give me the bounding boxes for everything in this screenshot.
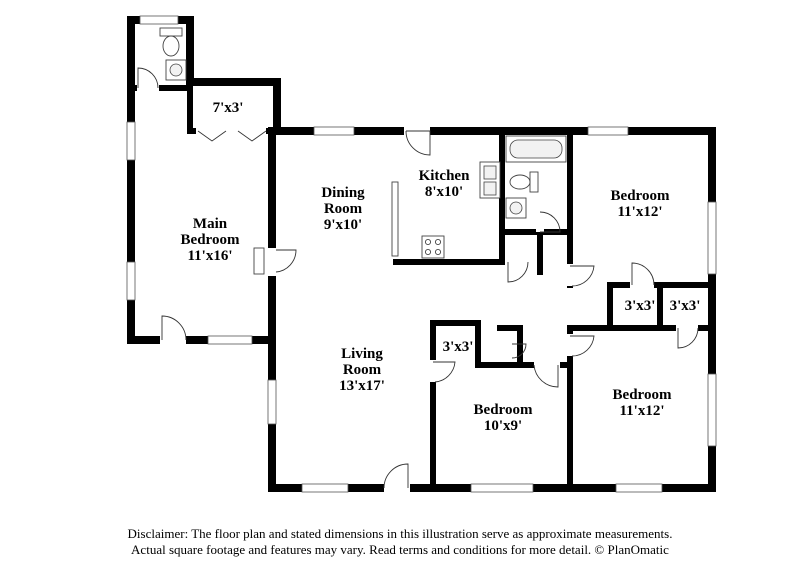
kitchen-counter bbox=[391, 181, 399, 257]
window bbox=[707, 201, 717, 275]
window bbox=[615, 483, 663, 493]
room-name: Bedroom bbox=[613, 387, 672, 403]
room-name: Kitchen bbox=[419, 168, 470, 184]
window bbox=[139, 15, 179, 25]
interior-walls bbox=[128, 79, 715, 491]
room-dimensions: 3'x3' bbox=[670, 298, 701, 314]
sink-icon bbox=[505, 197, 527, 219]
door-swing bbox=[405, 130, 431, 156]
fixtures bbox=[159, 27, 567, 259]
window bbox=[126, 121, 136, 161]
door-swing bbox=[507, 261, 529, 283]
door-swing bbox=[539, 211, 561, 233]
room-name: Living bbox=[341, 346, 383, 362]
window bbox=[126, 261, 136, 301]
room-name: Dining bbox=[321, 185, 365, 201]
room-name: Main bbox=[193, 216, 228, 232]
window bbox=[313, 126, 355, 136]
room-dimensions: 3'x3' bbox=[443, 339, 474, 355]
room-label-closet-1: 3'x3' bbox=[625, 298, 656, 314]
bifold-door bbox=[197, 130, 227, 142]
windows bbox=[126, 15, 717, 493]
door-swing bbox=[511, 343, 527, 359]
bathtub-icon bbox=[505, 135, 567, 163]
window bbox=[707, 373, 717, 447]
toilet-icon bbox=[159, 27, 183, 57]
room-name: Bedroom bbox=[611, 188, 670, 204]
window bbox=[587, 126, 629, 136]
room-name: Room bbox=[324, 201, 363, 217]
door-swing bbox=[433, 361, 456, 383]
toilet-icon bbox=[509, 171, 539, 193]
room-labels: MainBedroom11'x16'7'x3'DiningRoom9'x10'K… bbox=[181, 100, 701, 434]
room-dimensions: 8'x10' bbox=[425, 184, 463, 200]
disclaimer-line-1: Disclaimer: The floor plan and stated di… bbox=[127, 526, 673, 541]
door-swing bbox=[161, 315, 187, 341]
door-swing bbox=[677, 327, 699, 349]
room-dimensions: 11'x16' bbox=[187, 248, 232, 264]
sink-icon bbox=[165, 59, 187, 81]
door-swing bbox=[570, 335, 595, 357]
door-swing bbox=[137, 67, 159, 89]
door-swing bbox=[275, 249, 297, 273]
stove-icon bbox=[421, 235, 445, 259]
room-dimensions: 9'x10' bbox=[324, 217, 362, 233]
disclaimer: Disclaimer: The floor plan and stated di… bbox=[0, 526, 800, 558]
window bbox=[301, 483, 349, 493]
room-dimensions: 11'x12' bbox=[619, 403, 664, 419]
room-dimensions: 13'x17' bbox=[339, 378, 385, 394]
room-name: Bedroom bbox=[474, 402, 533, 418]
kitchen-sink-icon bbox=[479, 161, 501, 199]
door-swing bbox=[631, 262, 655, 286]
doors bbox=[137, 67, 699, 492]
room-dimensions: 7'x3' bbox=[213, 100, 244, 116]
room-dimensions: 10'x9' bbox=[484, 418, 522, 434]
door-swing bbox=[533, 364, 559, 388]
disclaimer-line-2: Actual square footage and features may v… bbox=[131, 542, 669, 557]
door-swing bbox=[570, 265, 595, 287]
room-label-main-closet: 7'x3' bbox=[213, 100, 244, 116]
bifold-door bbox=[237, 130, 267, 142]
door-swing bbox=[383, 463, 409, 489]
room-name: Bedroom bbox=[181, 232, 240, 248]
window bbox=[207, 335, 253, 345]
room-label-closet-2: 3'x3' bbox=[670, 298, 701, 314]
room-dimensions: 11'x12' bbox=[617, 204, 662, 220]
room-name: Room bbox=[343, 362, 382, 378]
window bbox=[267, 379, 277, 425]
window bbox=[470, 483, 534, 493]
room-label-closet-3: 3'x3' bbox=[443, 339, 474, 355]
room-dimensions: 3'x3' bbox=[625, 298, 656, 314]
